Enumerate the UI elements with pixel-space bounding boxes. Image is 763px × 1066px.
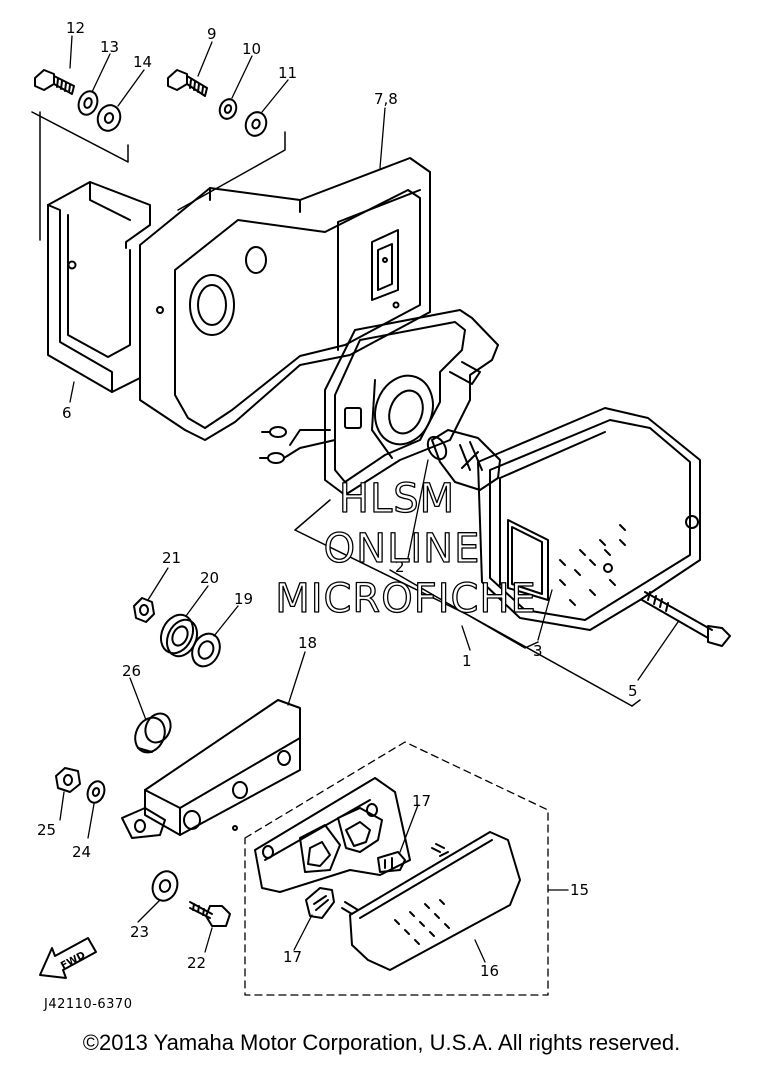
copyright-notice: ©2013 Yamaha Motor Corporation, U.S.A. A… xyxy=(82,1030,681,1055)
callout-20: 20 xyxy=(200,569,219,587)
watermark-line-2: ONLINE xyxy=(324,526,481,572)
bracket-18 xyxy=(121,699,301,839)
callout-25: 25 xyxy=(37,821,56,839)
collar-19 xyxy=(191,632,221,668)
callout-2: 2 xyxy=(395,558,405,576)
washer-14 xyxy=(96,104,122,132)
bracket-6 xyxy=(47,181,151,393)
callout-23: 23 xyxy=(130,923,149,941)
callout-3: 3 xyxy=(533,642,543,660)
callout-5: 5 xyxy=(628,682,638,700)
callout-10: 10 xyxy=(242,40,261,58)
callout-17-lower: 17 xyxy=(283,948,302,966)
callout-labels: 12 13 14 9 10 11 7,8 6 2 3 1 5 21 20 19 … xyxy=(37,19,638,1012)
housing-7-8 xyxy=(139,157,431,441)
base-plate-socket xyxy=(259,309,499,496)
callout-18: 18 xyxy=(298,634,317,652)
bolt-12 xyxy=(34,69,75,95)
fwd-label: FWD xyxy=(59,950,87,972)
callout-11: 11 xyxy=(278,64,297,82)
callout-17-upper: 17 xyxy=(412,792,431,810)
lens-16 xyxy=(341,831,521,971)
assembly-bracket-lines xyxy=(31,111,641,707)
exploded-view-drawing: 12 13 14 9 10 11 7,8 6 2 3 1 5 21 20 19 … xyxy=(31,19,731,1012)
callout-12: 12 xyxy=(66,19,85,37)
callout-7-8: 7,8 xyxy=(374,90,398,108)
callout-21: 21 xyxy=(162,549,181,567)
lens-3 xyxy=(477,407,701,631)
callout-6: 6 xyxy=(62,404,72,422)
bulb-2 xyxy=(426,429,501,491)
grommet-20 xyxy=(159,613,199,658)
screw-22 xyxy=(189,901,231,927)
callout-22: 22 xyxy=(187,954,206,972)
washer-11 xyxy=(244,111,268,137)
bolt-9 xyxy=(167,69,208,97)
callout-14: 14 xyxy=(133,53,152,71)
callout-26: 26 xyxy=(122,662,141,680)
callout-16: 16 xyxy=(480,962,499,980)
callout-13: 13 xyxy=(100,38,119,56)
screw-5 xyxy=(641,591,731,647)
fwd-arrow-icon xyxy=(39,937,97,979)
license-light-base xyxy=(254,777,411,893)
washer-10 xyxy=(218,98,238,120)
watermark-line-1: HLSM xyxy=(339,476,455,522)
washer-24 xyxy=(86,780,106,804)
nut-21 xyxy=(133,597,155,623)
leader-lines xyxy=(59,35,679,963)
nut-25 xyxy=(55,767,81,793)
small-bulb-17b xyxy=(305,887,335,919)
callout-15: 15 xyxy=(570,881,589,899)
callout-19: 19 xyxy=(234,590,253,608)
spacer-23 xyxy=(151,870,179,902)
assembly-15-outline xyxy=(244,741,569,996)
washer-13 xyxy=(77,90,99,116)
callout-1: 1 xyxy=(462,652,472,670)
callout-24: 24 xyxy=(72,843,91,861)
small-bulb-17a xyxy=(377,851,406,873)
drawing-code: J42110-6370 xyxy=(43,997,132,1012)
watermark-line-3: MICROFICHE xyxy=(275,576,537,622)
callout-9: 9 xyxy=(207,25,217,43)
damper-26 xyxy=(134,712,172,754)
